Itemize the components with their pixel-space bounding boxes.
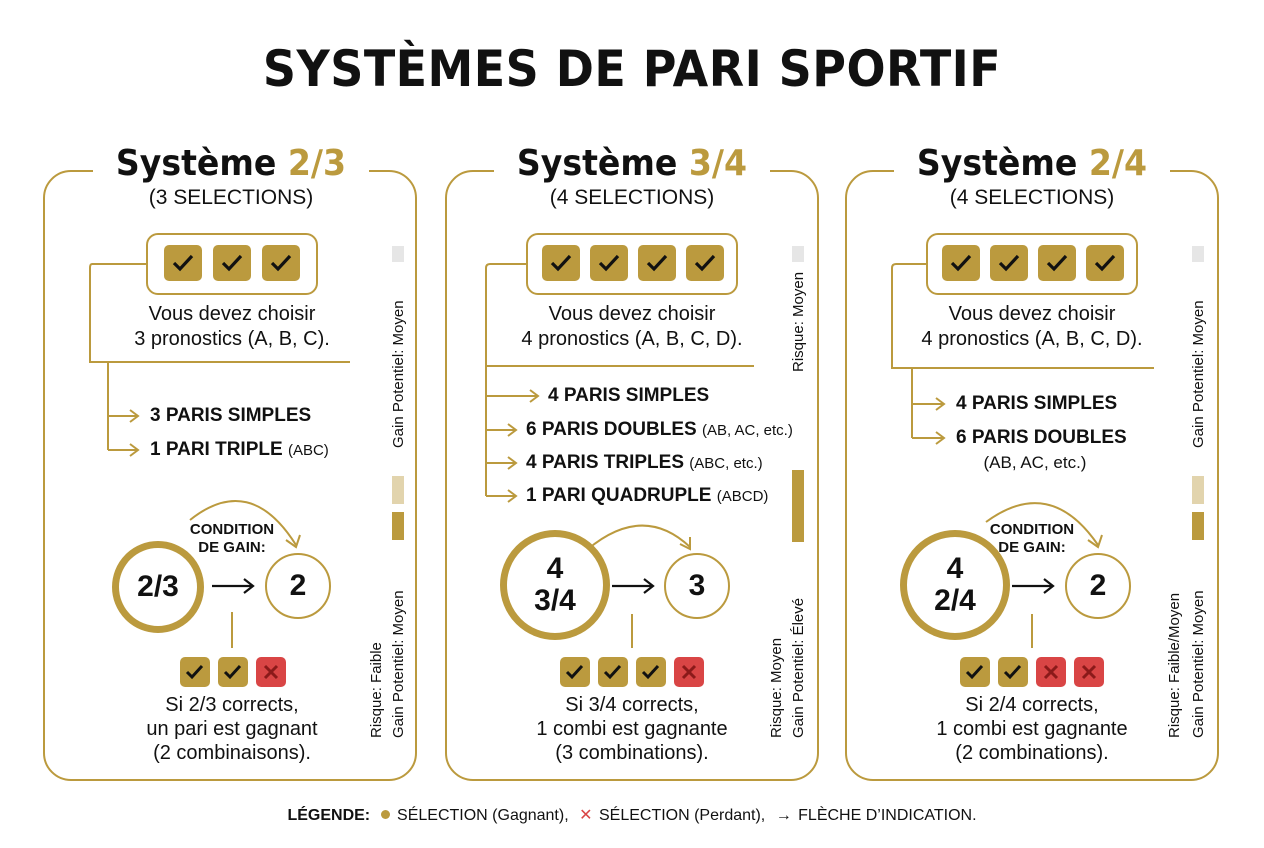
bet-item: 4 PARIS SIMPLES xyxy=(956,393,1118,414)
page-title: SYSTÈMES DE PARI SPORTIF xyxy=(262,40,1002,98)
check-icon xyxy=(542,245,580,281)
result-line-1: Si 3/4 corrects, xyxy=(565,694,699,716)
cross-icon xyxy=(674,657,704,687)
check-icon xyxy=(180,657,210,687)
result-line-3: (2 combinations). xyxy=(955,742,1109,764)
result-line-3: (2 combinaisons). xyxy=(153,742,311,764)
panel-subtitle: (3 SELECTIONS) xyxy=(148,186,314,209)
bet-item: 1 PARI TRIPLE (ABC) xyxy=(150,439,329,460)
instruction-line-2: 3 pronostics (A, B, C). xyxy=(134,328,330,350)
small-circle: 2 xyxy=(1065,553,1131,619)
big-circle: 2/3 xyxy=(112,541,204,633)
bet-item: 4 PARIS TRIPLES (ABC, etc.) xyxy=(526,452,763,473)
red-cross-icon: ✕ xyxy=(579,807,593,824)
legend-label: LÉGENDE: xyxy=(287,807,371,824)
instruction-line-1: Vous devez choisir xyxy=(948,303,1116,325)
result-line-2: 1 combi est gagnante xyxy=(536,718,728,740)
check-icon xyxy=(560,657,590,687)
check-icon xyxy=(598,657,628,687)
cross-icon xyxy=(1036,657,1066,687)
check-icon xyxy=(990,245,1028,281)
small-circle: 3 xyxy=(664,553,730,619)
side-label-risk: Risque: Faible/Moyen xyxy=(1166,592,1183,738)
legend-win: SÉLECTION (Gagnant), xyxy=(397,807,569,824)
result-line-2: un pari est gagnant xyxy=(146,718,318,740)
instruction-line-2: 4 pronostics (A, B, C, D). xyxy=(521,328,743,350)
instruction-line-1: Vous devez choisir xyxy=(548,303,716,325)
check-icon xyxy=(262,245,300,281)
check-icon xyxy=(686,245,724,281)
panel-title: Système 2/4 xyxy=(894,140,1170,188)
check-icon xyxy=(218,657,248,687)
panel-title: Système 2/3 xyxy=(93,140,369,188)
bet-item: 6 PARIS DOUBLES (AB, AC, etc.) xyxy=(526,419,793,440)
instruction-line-1: Vous devez choisir xyxy=(148,303,316,325)
legend-lose: SÉLECTION (Perdant), xyxy=(598,807,766,824)
gold-dot-icon xyxy=(380,810,390,819)
legend-arrow: FLÈCHE D’INDICATION. xyxy=(798,807,977,824)
small-circle: 2 xyxy=(265,553,331,619)
cross-icon xyxy=(256,657,286,687)
result-line-3: (3 combinations). xyxy=(555,742,709,764)
check-icon xyxy=(590,245,628,281)
check-icon xyxy=(942,245,980,281)
panel-title-fraction: 2/4 xyxy=(1088,143,1148,184)
legend: LÉGENDE: SÉLECTION (Gagnant), ✕ SÉLECTIO… xyxy=(0,805,1264,825)
side-label-gain: Gain Potentiel: Moyen xyxy=(1190,590,1207,738)
check-icon xyxy=(164,245,202,281)
check-icon xyxy=(213,245,251,281)
panel-title-prefix: Système xyxy=(115,143,277,184)
side-label-top: Gain Potentiel: Moyen xyxy=(1190,300,1207,448)
cross-icon xyxy=(1074,657,1104,687)
check-icon xyxy=(1086,245,1124,281)
check-icon xyxy=(998,657,1028,687)
panel-title-prefix: Système xyxy=(516,143,678,184)
bet-item: 4 PARIS SIMPLES xyxy=(548,385,710,406)
panel-title-prefix: Système xyxy=(916,143,1078,184)
panel-title-fraction: 3/4 xyxy=(688,143,748,184)
check-icon xyxy=(638,245,676,281)
result-line-2: 1 combi est gagnante xyxy=(936,718,1128,740)
bet-item: 1 PARI QUADRUPLE (ABCD) xyxy=(526,485,769,506)
arrow-icon: → xyxy=(775,807,792,824)
instruction-line-2: 4 pronostics (A, B, C, D). xyxy=(921,328,1143,350)
panel-subtitle: (4 SELECTIONS) xyxy=(949,186,1115,209)
bet-item: 6 PARIS DOUBLES xyxy=(956,427,1127,448)
panel-title: Système 3/4 xyxy=(494,140,770,188)
panel-title-fraction: 2/3 xyxy=(287,143,347,184)
check-icon xyxy=(636,657,666,687)
bet-item-note: (AB, AC, etc.) xyxy=(983,453,1087,472)
result-line-1: Si 2/3 corrects, xyxy=(165,694,299,716)
bet-item: 3 PARIS SIMPLES xyxy=(150,405,312,426)
check-icon xyxy=(1038,245,1076,281)
check-icon xyxy=(960,657,990,687)
panel-subtitle: (4 SELECTIONS) xyxy=(549,186,715,209)
result-line-1: Si 2/4 corrects, xyxy=(965,694,1099,716)
